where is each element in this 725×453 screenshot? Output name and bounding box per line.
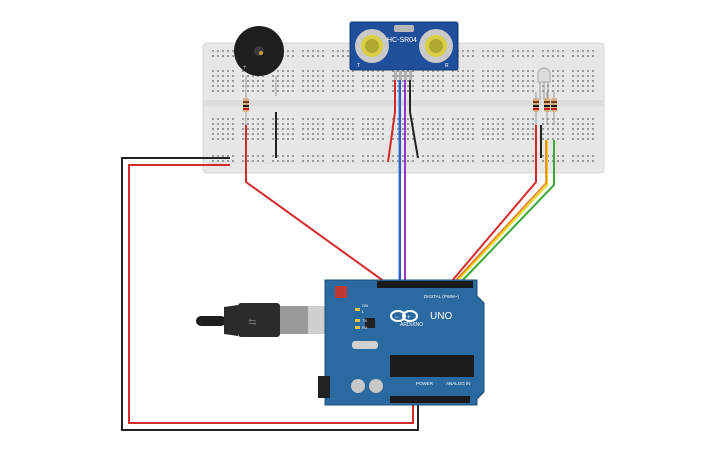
resistor-led-3[interactable] <box>551 92 557 125</box>
rx-led-label: RX <box>362 325 368 330</box>
atmega-chip <box>390 355 474 377</box>
arduino-logo: − + <box>390 310 418 322</box>
digital-header-label: DIGITAL (PWM~) <box>424 294 459 299</box>
wire-power-rail[interactable] <box>128 164 414 424</box>
piezo-buzzer[interactable]: + <box>234 26 284 96</box>
resistor-led-1[interactable] <box>533 92 539 125</box>
sensor-mark-t: T <box>357 63 360 69</box>
wire-led-red[interactable] <box>450 125 537 283</box>
l-led-label: L <box>362 309 365 314</box>
breadboard[interactable] <box>202 42 605 174</box>
sensor-model-label: HC-SR04 <box>387 37 417 44</box>
wire-ground-rail[interactable] <box>121 157 419 431</box>
usb-icon: ⇆ <box>248 317 256 328</box>
usb-cable[interactable]: ⇆ <box>196 303 332 337</box>
resistor-led-2[interactable] <box>544 92 550 125</box>
svg-text:+: + <box>407 315 411 321</box>
wire-led-yellow[interactable] <box>455 140 548 283</box>
board-model-label: UNO <box>430 311 452 322</box>
arduino-uno-board[interactable]: − + UNO ARDUINO DIGITAL (PWM~) POWER ANA… <box>318 279 485 406</box>
rgb-led[interactable] <box>537 67 551 100</box>
wire-sensor-gnd-rail[interactable] <box>409 111 419 159</box>
on-led-label: ON <box>362 303 368 308</box>
analog-header-label: ANALOG IN <box>446 381 471 386</box>
svg-text:−: − <box>395 315 399 321</box>
ultrasonic-sensor[interactable]: HC-SR04 T R <box>349 21 459 80</box>
reset-button[interactable] <box>335 286 347 298</box>
sensor-mark-r: R <box>445 63 449 69</box>
tx-led-label: TX <box>362 318 367 323</box>
board-name-label: ARDUINO <box>400 322 423 328</box>
wire-sensor-vcc-rail[interactable] <box>387 111 396 163</box>
power-header-label: POWER <box>416 381 434 386</box>
svg-text:+: + <box>243 65 247 71</box>
resistor-buzzer[interactable] <box>243 92 249 125</box>
wire-buzzer-signal[interactable] <box>245 125 386 283</box>
wire-led-green[interactable] <box>460 140 555 283</box>
